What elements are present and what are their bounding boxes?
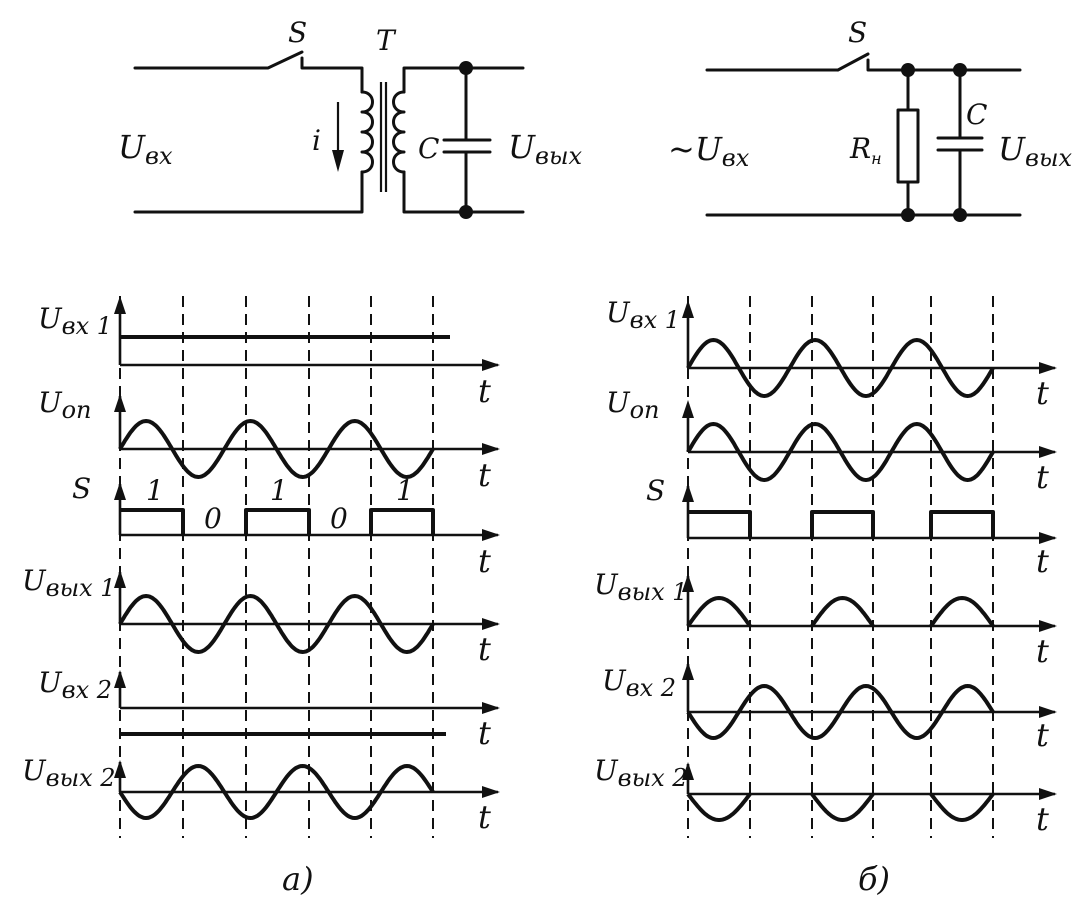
input-sine-inverted bbox=[686, 684, 995, 740]
t-label: t bbox=[1036, 716, 1049, 754]
panel-a-timing: Uвх 1 t Uоп t S 1 0 1 0 1 t bbox=[22, 296, 500, 898]
rectified-output bbox=[686, 596, 995, 628]
t-label: t bbox=[1036, 458, 1049, 496]
t-label: t bbox=[1036, 542, 1049, 580]
row-label: Uвых 1 bbox=[22, 564, 116, 602]
switch-label: S bbox=[848, 16, 867, 49]
row-label: Uоп bbox=[606, 386, 660, 424]
state-label: 0 bbox=[204, 502, 222, 535]
axis bbox=[686, 404, 1055, 454]
row-uin1: Uвх 1 t bbox=[606, 296, 1057, 412]
output-voltage-label: Uвых bbox=[508, 128, 582, 170]
row-label: Uвх 1 bbox=[38, 302, 112, 340]
axis bbox=[118, 572, 498, 626]
current-label: i bbox=[312, 124, 321, 157]
t-label: t bbox=[1036, 632, 1049, 670]
axis bbox=[686, 764, 1055, 796]
reference-sine bbox=[118, 419, 435, 479]
current-arrow-icon bbox=[332, 150, 344, 172]
panel-b-timing: Uвх 1 t Uоп t S t Uвых 1 t bbox=[594, 296, 1057, 898]
switch-pulses bbox=[120, 508, 435, 535]
row-uout2: Uвых 2 t bbox=[594, 754, 1057, 838]
rectified-output-inverted bbox=[686, 792, 995, 822]
row-label: Uвх 2 bbox=[38, 666, 112, 704]
switch-label: S bbox=[288, 16, 307, 49]
row-label: Uвых 2 bbox=[594, 754, 688, 792]
row-label: S bbox=[646, 474, 665, 507]
input-voltage-label: Uвх bbox=[118, 128, 173, 170]
secondary-winding bbox=[392, 90, 406, 174]
panel-a-caption: а) bbox=[282, 860, 314, 898]
dashed-period-markers bbox=[119, 296, 434, 838]
input-wire-top-with-switch bbox=[133, 50, 364, 94]
row-label: Uвх 2 bbox=[602, 664, 676, 702]
panel-b-caption: б) bbox=[858, 860, 890, 898]
t-label: t bbox=[478, 456, 491, 494]
row-switch: S t bbox=[646, 474, 1057, 580]
state-label: 1 bbox=[396, 474, 414, 507]
primary-winding bbox=[360, 90, 374, 174]
junction-dot bbox=[953, 208, 967, 222]
switch-pulses bbox=[688, 510, 995, 538]
t-label: t bbox=[478, 542, 491, 580]
circuit-a: S T i C Uвх Uвых bbox=[118, 16, 582, 219]
row-label: S bbox=[72, 472, 91, 505]
t-label: t bbox=[1036, 374, 1049, 412]
t-label: t bbox=[478, 630, 491, 668]
row-label: Uвых 2 bbox=[22, 754, 116, 792]
row-uref: Uоп t bbox=[606, 386, 1057, 496]
junction-dot bbox=[459, 205, 473, 219]
resistor-label: Rн bbox=[849, 132, 882, 168]
row-label: Uоп bbox=[38, 386, 92, 424]
t-label: t bbox=[478, 714, 491, 752]
resistor-rn bbox=[896, 108, 920, 184]
capacitor-c bbox=[442, 66, 492, 214]
row-label: Uвх 1 bbox=[606, 296, 680, 334]
row-uref: Uоп t bbox=[38, 386, 500, 494]
output-voltage-label: Uвых bbox=[998, 130, 1072, 172]
input-sine bbox=[686, 338, 995, 398]
junction-dot bbox=[901, 63, 915, 77]
row-uout1: Uвых 1 t bbox=[594, 568, 1057, 670]
output-wires bbox=[402, 66, 525, 214]
t-label: t bbox=[1036, 800, 1049, 838]
input-wire-top-with-switch bbox=[705, 52, 1022, 72]
t-label: t bbox=[478, 798, 491, 836]
row-uout2: Uвых 2 t bbox=[22, 754, 500, 836]
circuit-b: S ~Uвх Rн C Uвых bbox=[668, 16, 1072, 222]
row-uin1: Uвх 1 t bbox=[38, 296, 500, 410]
axis bbox=[686, 304, 1055, 370]
input-wire-bottom bbox=[133, 170, 364, 214]
output-sine-inverted bbox=[118, 764, 435, 820]
row-uin2: Uвх 2 t bbox=[602, 662, 1057, 754]
reference-sine bbox=[686, 422, 995, 482]
t-label: t bbox=[478, 372, 491, 410]
arrowhead-icon bbox=[114, 296, 500, 371]
state-label: 0 bbox=[330, 502, 348, 535]
capacitor-label: C bbox=[418, 132, 439, 165]
row-uout1: Uвых 1 t bbox=[22, 564, 500, 668]
output-sine bbox=[118, 594, 435, 654]
state-label: 1 bbox=[270, 474, 288, 507]
row-uin2: Uвх 2 t bbox=[38, 666, 500, 752]
row-label: Uвых 1 bbox=[594, 568, 688, 606]
capacitor-label: C bbox=[966, 98, 987, 131]
input-voltage-label: ~Uвх bbox=[668, 130, 750, 172]
state-label: 1 bbox=[146, 474, 164, 507]
junction-dot bbox=[953, 63, 967, 77]
capacitor-c bbox=[936, 68, 984, 217]
junction-dot bbox=[459, 61, 473, 75]
row-switch: S 1 0 1 0 1 t bbox=[72, 472, 500, 580]
transformer-label: T bbox=[376, 24, 397, 57]
junction-dot bbox=[901, 208, 915, 222]
arrowhead-icon bbox=[682, 300, 1057, 374]
